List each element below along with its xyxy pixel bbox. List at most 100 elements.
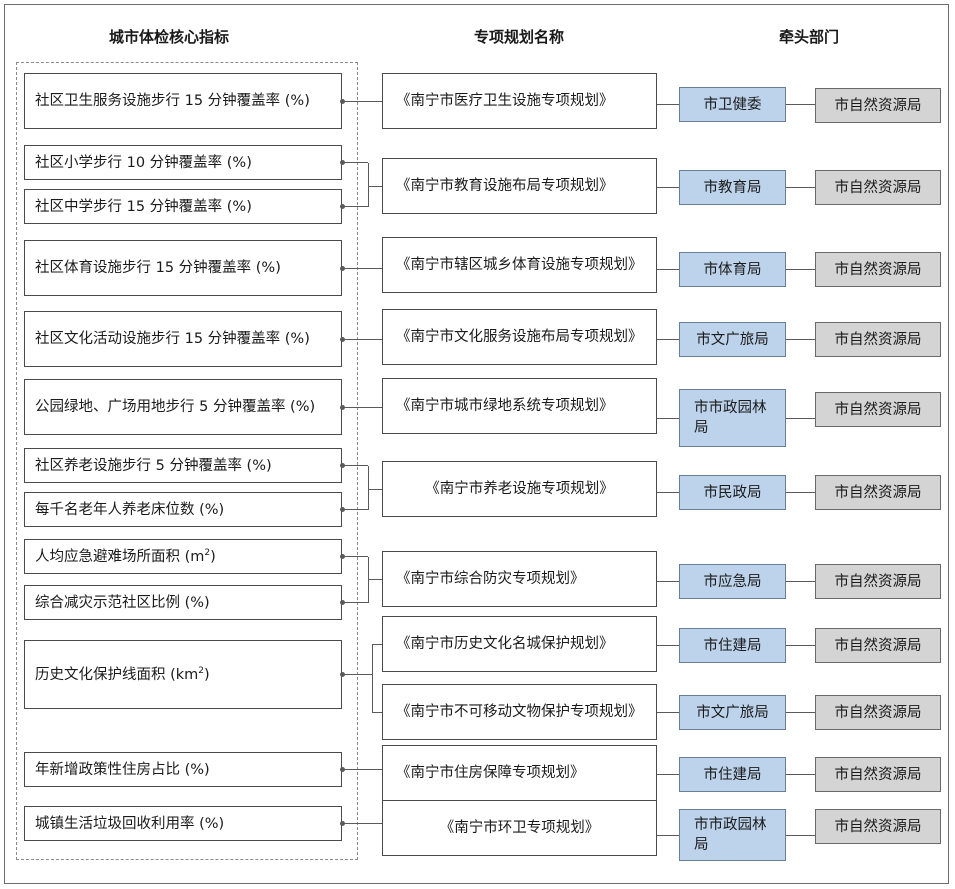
departments-column-header: 牵头部门 [778,28,839,46]
connector-line [342,206,368,207]
indicator-box: 社区文化活动设施步行 15 分钟覆盖率 (%) [24,311,342,367]
lead-department-box: 市住建局 [679,628,786,663]
plan-title: 《南宁市医疗卫生设施专项规划》 [396,93,614,109]
co-department-box: 市自然资源局 [815,628,941,663]
plan-title: 《南宁市文化服务设施布局专项规划》 [396,329,643,345]
department-co-department-link [786,339,815,340]
department-name: 市市政园林局 [694,400,767,436]
co-department-name: 市自然资源局 [834,637,922,654]
diagram-frame [4,4,949,884]
co-department-name: 市自然资源局 [834,179,922,196]
indicator-box: 社区养老设施步行 5 分钟覆盖率 (%) [24,448,342,483]
connector-dot [339,463,345,468]
indicator-text: 社区中学步行 15 分钟覆盖率 (%) [35,198,252,215]
department-co-department-link [786,581,815,582]
lead-department-box: 市教育局 [679,170,786,205]
plan-department-link [657,774,679,775]
indicator-label: 历史文化保护线面积 (km2) [35,665,210,685]
connector-dot [339,98,345,104]
co-department-name: 市自然资源局 [834,484,922,501]
indicator-text: 社区养老设施步行 5 分钟覆盖率 (%) [35,457,272,474]
indicator-box: 人均应急避难场所面积 (m2) [24,539,342,574]
connector-line [371,644,373,712]
department-co-department-link [786,834,815,836]
department-co-department-link [786,269,815,270]
indicator-text: 社区小学步行 10 分钟覆盖率 (%) [35,154,252,171]
indicator-label: 公园绿地、广场用地步行 5 分钟覆盖率 (%) [35,397,315,417]
plan-box: 《南宁市不可移动文物保护专项规划》 [382,684,657,740]
connector-line [342,465,368,466]
co-department-name: 市自然资源局 [834,704,922,721]
connector-line [342,674,372,675]
connector-dot [339,204,345,209]
lead-department-box: 市文广旅局 [679,695,786,730]
co-department-name: 市自然资源局 [834,401,922,418]
plan-department-link [657,269,679,270]
indicator-text-tail: ) [210,548,216,565]
indicator-box: 每千名老年人养老床位数 (%) [24,492,342,527]
plan-title: 《南宁市环卫专项规划》 [439,820,600,836]
connector-line [342,509,368,510]
indicator-text: 年新增政策性住房占比 (%) [35,761,210,778]
unit-superscript: 2 [198,665,205,676]
lead-department-box: 市市政园林局 [679,389,786,447]
indicator-text: 城镇生活垃圾回收利用率 (%) [35,815,225,832]
plan-department-link [657,104,679,105]
co-department-name: 市自然资源局 [834,766,922,783]
department-name: 市体育局 [703,261,762,278]
connector-line [372,711,382,713]
indicator-label: 社区小学步行 10 分钟覆盖率 (%) [35,153,252,173]
indicator-label: 社区中学步行 15 分钟覆盖率 (%) [35,197,252,217]
lead-department-box: 市民政局 [679,475,786,510]
plan-title: 《南宁市不可移动文物保护专项规划》 [396,704,643,720]
indicator-text: 人均应急避难场所面积 (m [35,548,205,565]
connector-line [342,556,368,557]
connector-line [342,823,382,824]
indicator-text: 公园绿地、广场用地步行 5 分钟覆盖率 (%) [35,399,316,415]
department-co-department-link [786,104,815,105]
plan-department-link [657,187,679,188]
plan-title: 《南宁市历史文化名城保护规划》 [396,636,614,652]
lead-department-box: 市卫健委 [679,87,786,122]
department-name: 市文广旅局 [696,704,769,721]
department-co-department-link [786,645,815,646]
indicators-column-header: 城市体检核心指标 [108,28,229,46]
connector-dot [339,336,345,342]
indicator-box: 社区卫生服务设施步行 15 分钟覆盖率 (%) [24,73,342,129]
plan-department-link [657,712,679,713]
connector-line [367,465,369,510]
connector-line [342,100,382,102]
plan-box: 《南宁市住房保障专项规划》 [382,745,657,801]
plan-department-link [657,581,679,582]
plan-box: 《南宁市综合防灾专项规划》 [382,551,657,607]
plan-title: 《南宁市教育设施布局专项规划》 [396,178,614,194]
plan-department-link [657,339,679,340]
indicator-label: 社区卫生服务设施步行 15 分钟覆盖率 (%) [35,91,310,111]
co-department-box: 市自然资源局 [815,695,941,730]
co-department-name: 市自然资源局 [834,331,922,348]
indicator-label: 社区养老设施步行 5 分钟覆盖率 (%) [35,456,272,476]
connector-dot [339,265,345,271]
department-co-department-link [786,187,815,188]
plan-department-link [657,834,679,836]
co-department-box: 市自然资源局 [815,757,941,792]
indicator-label: 综合减灾示范社区比例 (%) [35,593,210,613]
department-co-department-link [786,774,815,775]
co-department-box: 市自然资源局 [815,252,941,287]
plan-box: 《南宁市城市绿地系统专项规划》 [382,378,657,434]
plan-title: 《南宁市住房保障专项规划》 [396,765,585,781]
co-department-box: 市自然资源局 [815,564,941,599]
lead-department-box: 市市政园林局 [679,809,786,861]
plan-title: 《南宁市城市绿地系统专项规划》 [396,398,614,414]
connector-line [342,338,382,340]
plan-department-link [657,492,679,493]
indicator-label: 年新增政策性住房占比 (%) [35,760,210,780]
connector-line [342,406,382,408]
department-name: 市应急局 [703,573,762,590]
department-name: 市卫健委 [703,96,762,113]
connector-dot [339,554,345,559]
department-name: 市教育局 [703,179,762,196]
indicator-label: 人均应急避难场所面积 (m2) [35,547,216,567]
indicator-box: 社区中学步行 15 分钟覆盖率 (%) [24,189,342,224]
indicator-text: 社区文化活动设施步行 15 分钟覆盖率 (%) [35,331,310,347]
